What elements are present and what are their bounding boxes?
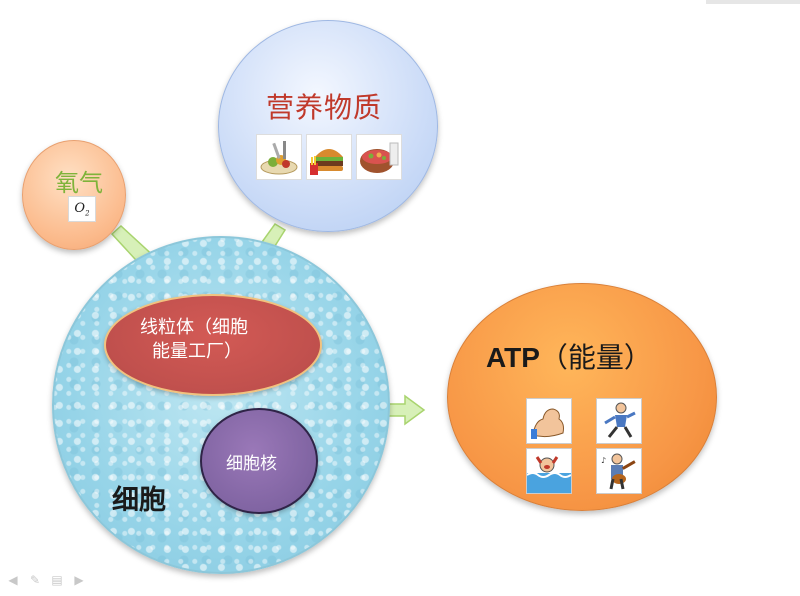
cell-label: 细胞 xyxy=(112,485,166,516)
atp-title-bold: ATP xyxy=(486,342,540,373)
next-icon[interactable]: ▶ xyxy=(74,573,84,587)
swimmer-icon xyxy=(526,448,572,494)
nucleus-circle xyxy=(200,408,318,514)
window-top-strip xyxy=(706,0,800,4)
slide-navigation: ◀ ✎ ▤ ▶ xyxy=(6,572,86,588)
menu-icon[interactable]: ▤ xyxy=(51,573,63,587)
mitochondria-label-line1: 线粒体（细胞 xyxy=(140,317,248,338)
o2-formula-symbol: O xyxy=(74,201,86,216)
flexed-arm-icon xyxy=(526,398,572,444)
mitochondria-label-line2: 能量工厂） xyxy=(152,341,242,362)
nucleus-label: 细胞核 xyxy=(226,454,277,474)
mitochondria-label: 线粒体（细胞 能量工厂） xyxy=(140,316,290,364)
burger-fries-icon xyxy=(306,134,352,180)
oxygen-circle xyxy=(22,140,126,250)
atp-title: ATP（能量） xyxy=(486,336,652,376)
atp-circle xyxy=(447,283,717,511)
o2-formula-subscript: 2 xyxy=(85,209,90,218)
atp-title-rest: （能量） xyxy=(539,341,652,374)
guitar-player-icon: ♪ xyxy=(596,448,642,494)
stew-bowl-icon xyxy=(356,134,402,180)
prev-icon[interactable]: ◀ xyxy=(8,573,18,587)
nutrients-title: 营养物质 xyxy=(266,91,383,124)
nutrients-circle xyxy=(218,20,438,232)
salad-plate-icon xyxy=(256,134,302,180)
cell-circle xyxy=(52,236,390,574)
running-man-icon xyxy=(596,398,642,444)
pen-icon[interactable]: ✎ xyxy=(29,573,41,587)
mitochondria-ellipse xyxy=(104,294,322,396)
o2-formula: O2 xyxy=(68,196,96,222)
svg-text:♪: ♪ xyxy=(601,456,606,465)
oxygen-title: 氧气 xyxy=(55,169,103,197)
